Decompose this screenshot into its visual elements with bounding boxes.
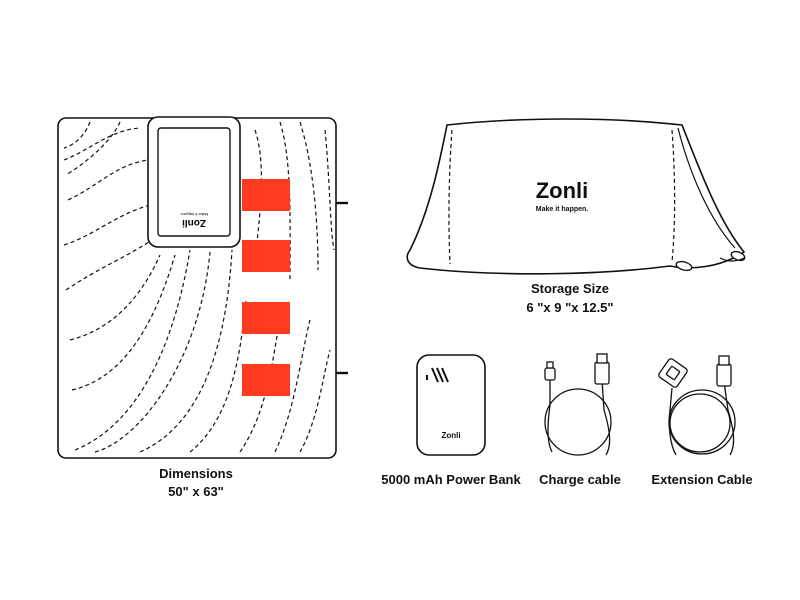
- charge-cable-label: Charge cable: [539, 472, 621, 487]
- extension-cable-label: Extension Cable: [651, 472, 753, 487]
- extension-cable-illustration: [658, 355, 736, 456]
- power-bank-logo: Zonli: [441, 431, 460, 440]
- usb-socket-connector: [658, 358, 688, 388]
- pocket-logo-text: Zonli: [182, 217, 206, 228]
- charge-cable-coil: [544, 388, 612, 456]
- power-bank-led-4: [441, 367, 449, 383]
- extension-usb-a-plug: [716, 363, 732, 387]
- pocket-tagline-text: Make it happen.: [180, 212, 208, 217]
- power-bank-led-3: [436, 367, 444, 383]
- zipper-pull-1: [730, 250, 746, 262]
- bag-logo: Zonli: [536, 178, 589, 203]
- strap-3: [242, 302, 290, 334]
- extension-usb-a-tip: [718, 355, 730, 366]
- power-bank-body: [416, 354, 486, 456]
- charge-cable-illustration: [544, 353, 612, 456]
- pocket-window: [157, 127, 231, 237]
- extension-cable-lead-left: [668, 387, 677, 456]
- power-bank-illustration: [416, 354, 486, 456]
- blanket-size: 50" x 63": [168, 484, 224, 499]
- pocket-logo: Zonli Make it happen.: [180, 212, 208, 228]
- micro-usb-tip: [546, 361, 554, 369]
- bag-seam-left: [448, 129, 453, 265]
- bag-seam-right: [671, 129, 676, 263]
- power-bank-label: 5000 mAh Power Bank: [381, 472, 521, 487]
- blanket-illustration: Zonli Make it happen.: [57, 116, 348, 459]
- usb-a-plug: [594, 361, 610, 385]
- extension-cable-lead-right: [723, 381, 735, 456]
- power-bank-led-2: [431, 367, 439, 383]
- micro-usb-plug: [544, 367, 556, 381]
- bag-tagline: Make it happen.: [536, 206, 589, 213]
- strap-1: [242, 179, 290, 211]
- storage-bag-illustration: [406, 118, 746, 275]
- strap-2: [242, 240, 290, 272]
- usb-a-tip: [596, 353, 608, 364]
- charge-cable-lead-right: [601, 379, 611, 456]
- blanket-label: Dimensions: [159, 466, 233, 481]
- usb-socket-opening: [665, 365, 681, 381]
- storage-label: Storage Size: [530, 281, 610, 296]
- strap-4: [242, 364, 290, 396]
- zipper-cord: [719, 257, 745, 262]
- extension-cable-coil-2: [669, 393, 731, 453]
- zipper-pull-2: [675, 260, 693, 272]
- bag-outline: [406, 118, 746, 275]
- charge-cable-lead-left: [547, 378, 553, 453]
- bag-fold-right: [677, 127, 736, 249]
- storage-size: 6 "x 9 "x 12.5": [526, 300, 614, 315]
